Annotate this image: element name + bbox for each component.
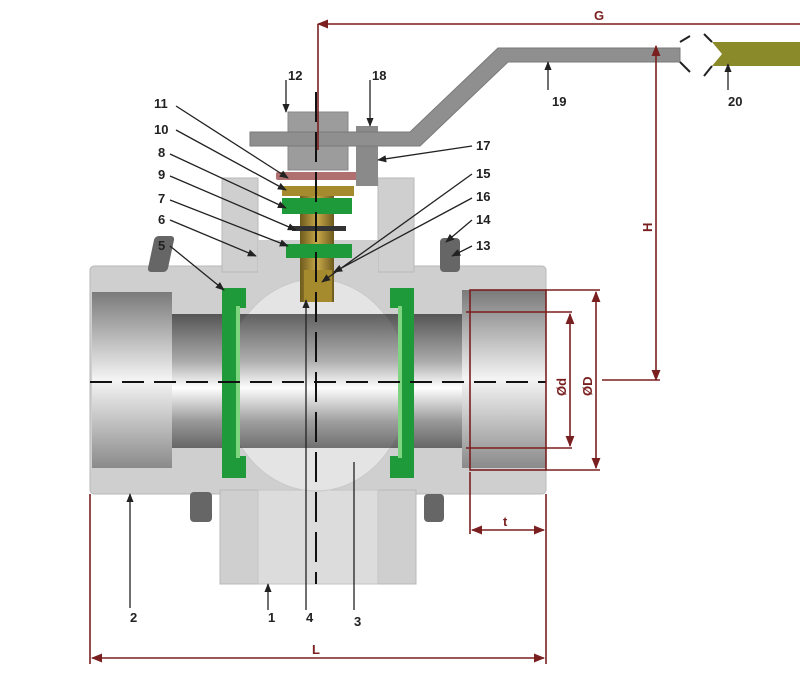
right-end-bore (462, 290, 546, 468)
callout-5: 5 (158, 238, 165, 253)
callout-12: 12 (288, 68, 302, 83)
body-bolt-left-top (147, 236, 175, 272)
callout-10: 10 (154, 122, 168, 137)
callout-16: 16 (476, 189, 490, 204)
dimension-labels: G H L t Ød ØD (312, 8, 655, 657)
center-lines (90, 92, 546, 584)
callout-1: 1 (268, 610, 275, 625)
left-end-bore (92, 292, 172, 468)
gland-washer (282, 186, 354, 196)
callout-4: 4 (306, 610, 314, 625)
dim-label-t: t (503, 514, 508, 529)
gland-packing-upper (282, 198, 352, 214)
callout-numbers: 12 18 11 10 8 9 7 6 5 17 15 16 14 13 19 … (130, 68, 742, 629)
callout-3: 3 (354, 614, 361, 629)
handle-grip (712, 42, 800, 66)
callout-20: 20 (728, 94, 742, 109)
belleville-washer (276, 172, 360, 180)
callout-6: 6 (158, 212, 165, 227)
callout-14: 14 (476, 212, 491, 227)
handle (249, 33, 800, 147)
callout-leaders (126, 61, 732, 610)
body-bolt-right-bottom (424, 494, 444, 522)
stem-tang (304, 270, 332, 302)
dim-label-d-large: ØD (580, 377, 595, 397)
dimensions (89, 19, 800, 664)
gland-packing-lower (286, 244, 352, 258)
dim-label-l: L (312, 642, 320, 657)
callout-9: 9 (158, 167, 165, 182)
callout-17: 17 (476, 138, 490, 153)
callout-13: 13 (476, 238, 490, 253)
callout-8: 8 (158, 145, 165, 160)
dim-label-h: H (640, 223, 655, 232)
body-bolt-right-top (440, 238, 460, 272)
dim-label-d-small: Ød (554, 378, 569, 396)
body-bolt-left-bottom (190, 492, 212, 522)
callout-19: 19 (552, 94, 566, 109)
callout-15: 15 (476, 166, 490, 181)
callout-11: 11 (154, 96, 168, 111)
lower-cavity (257, 489, 379, 585)
callout-2: 2 (130, 610, 137, 625)
o-ring (292, 226, 346, 231)
handle-break-mark (679, 33, 713, 77)
callout-18: 18 (372, 68, 386, 83)
callout-7: 7 (158, 191, 165, 206)
dim-label-g: G (594, 8, 604, 23)
